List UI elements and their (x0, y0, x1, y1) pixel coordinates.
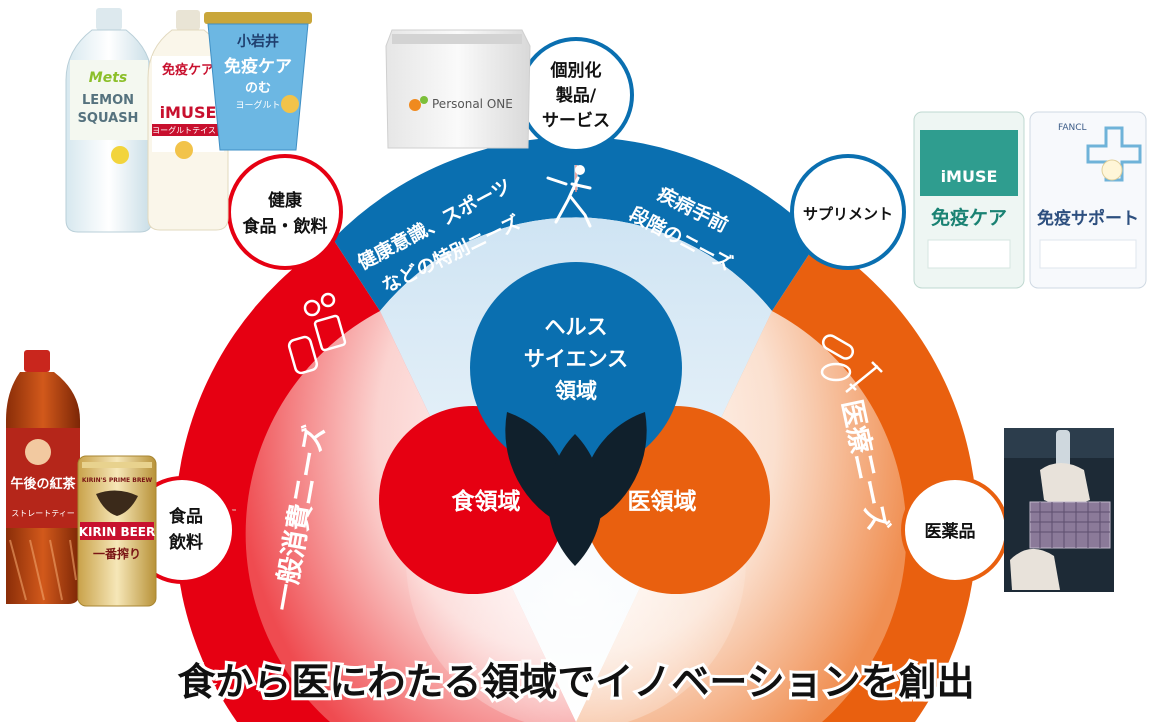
personalized-label-3: サービス (542, 111, 610, 131)
supplement-bubble: サプリメント (790, 154, 906, 270)
koiwai-care: 免疫ケア (224, 56, 292, 77)
mets-logo: Mets (89, 70, 127, 86)
kirin-beer-can: KIRIN'S PRIME BREW KIRIN BEER 一番搾り (77, 455, 157, 607)
imuse-drink-logo: iMUSE (160, 103, 217, 122)
personalized-label-2: 製品/ (555, 85, 597, 106)
health-science-label-3: 領域 (555, 379, 597, 403)
koiwai-drink: のむ (245, 81, 271, 96)
koiwai-yogurt-cup: 小岩井 免疫ケア のむ ヨーグルト (204, 12, 312, 151)
medical-area-label: 医領域 (628, 488, 697, 515)
health-science-label-2: サイエンス (524, 347, 628, 371)
kirin-ichiban: 一番搾り (93, 546, 141, 561)
squash-text: SQUASH (78, 111, 139, 126)
imuse-supplement-pack: iMUSE 免疫ケア (913, 111, 1025, 289)
pharma-label: 医薬品 (925, 522, 976, 542)
fancl-support: 免疫サポート (1037, 208, 1139, 229)
lab-pipette-photo (1004, 428, 1114, 592)
food-beverage-label-1: 食品 (169, 506, 203, 527)
health-food-label-1: 健康 (268, 190, 303, 211)
health-science-label-1: ヘルス (545, 315, 608, 339)
food-beverage-label-2: 飲料 (168, 532, 203, 553)
venn (379, 262, 770, 594)
overlap-food-medical (547, 434, 603, 566)
gogo-tea-type: ストレートティー (11, 509, 75, 518)
personal-one-bag: Personal ONE (385, 29, 531, 149)
gogo-tea-bottle: 午後の紅茶 ストレートティー (6, 350, 80, 604)
food-area-label: 食領域 (452, 488, 521, 515)
athlete-icon (546, 165, 592, 228)
pills-syringe-icon (820, 334, 883, 393)
lemon-text: LEMON (82, 93, 134, 108)
beverage-bottles-icon (287, 292, 347, 375)
imuse-drink-bottle: 免疫ケア iMUSE ヨーグルトテイスト (147, 10, 229, 231)
supplement-label: サプリメント (803, 205, 893, 223)
special-needs-band (333, 136, 819, 311)
pharma-bubble: 医薬品 (901, 476, 1009, 584)
personalized-label-1: 個別化 (550, 60, 602, 81)
personal-one-text: Personal ONE (432, 97, 513, 111)
koiwai-yogurt: ヨーグルト (235, 99, 280, 111)
fancl-logo: FANCL (1058, 123, 1087, 133)
kirin-beer-brand: KIRIN BEER (79, 525, 155, 539)
health-food-bubble: 健康 食品・飲料 (227, 154, 343, 270)
kirin-prime-brew: KIRIN'S PRIME BREW (82, 477, 153, 484)
lemon-squash-bottle: Mets LEMON SQUASH (65, 8, 153, 233)
imuse-drink-taste: ヨーグルトテイスト (152, 125, 224, 135)
koiwai-name: 小岩井 (237, 33, 279, 50)
imuse-supplement-care: 免疫ケア (931, 206, 1007, 229)
imuse-supplement-logo: iMUSE (941, 167, 998, 186)
fancl-supplement-pack: FANCL 免疫サポート (1029, 111, 1147, 289)
imuse-drink-care: 免疫ケア (162, 62, 214, 78)
headline: 食から医にわたる領域でイノベーションを創出 (177, 660, 974, 704)
gogo-tea-name: 午後の紅茶 (10, 476, 76, 492)
health-food-label-2: 食品・飲料 (243, 216, 328, 237)
personalized-bubble: 個別化 製品/ サービス (518, 37, 634, 153)
